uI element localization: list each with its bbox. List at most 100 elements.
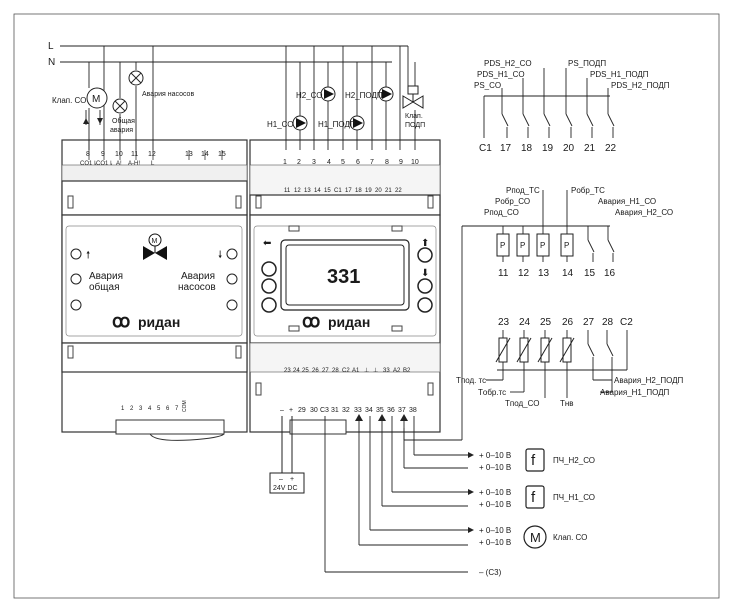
motor-icon	[523, 525, 547, 549]
signal-label: + 0–10 В	[479, 538, 511, 547]
terminal-label: C3	[320, 407, 329, 414]
pump-label: Н2_СО	[296, 91, 323, 100]
terminal-label: 6	[356, 159, 360, 166]
terminal-label: ⊥	[364, 367, 369, 374]
brand-label-left: ридан	[138, 314, 180, 330]
terminal-label: 15	[324, 188, 331, 194]
right-bottom-lower-terminals: – + 29 30 C3 31 32 33 34 35 36 37 38	[280, 407, 417, 414]
pump-icon	[292, 115, 308, 131]
terminal-label: 28	[332, 368, 339, 374]
terminal-label: 8	[86, 151, 90, 158]
terminal-label: 9	[399, 159, 403, 166]
switch-label: PS_ПОДП	[568, 59, 606, 68]
terminal-function-label: CO1⇂	[80, 160, 97, 167]
terminal-label: 25	[302, 368, 309, 374]
power-lines	[60, 45, 408, 63]
terminal-label: 30	[310, 407, 318, 414]
terminal-label: 3	[312, 159, 316, 166]
terminal-label: C1	[334, 188, 342, 194]
down-arrow-icon[interactable]: ⬇	[421, 268, 429, 279]
signal-label: + 0–10 В	[479, 488, 511, 497]
sensor-terminals: 11 12 13 14 15 16	[498, 268, 616, 279]
vfd-symbol: f	[531, 452, 536, 469]
switch-terminals: C1 17 18 19 20 21 22	[479, 143, 617, 154]
terminal-label: 1	[121, 406, 125, 412]
terminal-label: 25	[540, 317, 552, 328]
terminal-label: 7	[370, 159, 374, 166]
terminal-label: 32	[342, 407, 350, 414]
terminal-label: 21	[385, 188, 392, 194]
actuator-motor-icon: M	[83, 87, 108, 124]
terminal-label: 19	[542, 143, 554, 154]
pump-icon	[320, 86, 336, 102]
terminal-label: A2	[393, 368, 401, 374]
output-label: ПЧ_Н1_СО	[553, 493, 595, 502]
sensor-label: Pобр_СО	[495, 197, 530, 206]
switches-top-group	[483, 68, 615, 138]
arrow-up-icon: 🠕	[86, 250, 90, 261]
switch-label: PDS_H1_ПОДП	[590, 70, 649, 79]
terminal-label: 23	[284, 368, 291, 374]
terminal-label: COM	[182, 400, 188, 412]
terminal-label: 22	[605, 143, 617, 154]
terminal-label: 13	[185, 151, 193, 158]
dc-supply	[269, 416, 305, 494]
temp-label: Tнв	[560, 399, 574, 408]
display-value: 331	[327, 266, 360, 288]
terminal-label: –	[280, 407, 284, 414]
terminal-label: 1	[283, 159, 287, 166]
terminal-label: 15	[218, 151, 226, 158]
right-bottom-upper-terminals: 23 24 25 26 27 28 C2 A1 ⊥ ⊥ 33 A2 B2	[284, 367, 411, 374]
terminal-label: 11	[131, 151, 138, 158]
terminal-function-label: CO1⇂	[96, 160, 113, 167]
sensor-box-letter: P	[500, 241, 505, 250]
output-label: – (С3)	[479, 568, 502, 577]
lamp-icon	[128, 70, 144, 86]
terminal-function-label: A-H!	[128, 161, 140, 167]
left-arrow-icon[interactable]: ⬅	[263, 238, 271, 249]
pump-wiring	[285, 46, 416, 150]
terminal-label: 26	[312, 368, 319, 374]
terminal-function-label: L	[151, 161, 155, 167]
valve-icon	[402, 85, 424, 109]
terminal-label: 14	[562, 268, 574, 279]
switch-label: PS_CO	[474, 81, 501, 90]
pump-label: Н2_ПОДП	[345, 91, 383, 100]
temp-label: Tобр.тс	[478, 388, 506, 397]
terminal-label: 18	[355, 188, 362, 194]
dc-plus: +	[290, 476, 294, 483]
terminal-label: 35	[376, 407, 384, 414]
terminal-label: 29	[298, 407, 306, 414]
terminal-label: ⊥	[373, 367, 378, 374]
sensor-label: Авария_Н1_СО	[598, 197, 656, 206]
terminal-label: 5	[157, 406, 161, 412]
terminal-label: 24	[293, 368, 300, 374]
terminal-label: C1	[479, 143, 492, 154]
terminal-label: 12	[518, 268, 530, 279]
terminal-label: 34	[365, 407, 373, 414]
temp-label: Tпод_СО	[505, 399, 539, 408]
switch-label: PDS_H2_ПОДП	[611, 81, 670, 90]
right-secondary-terminal-numbers: 11 12 13 14 15 C1 17 18 19 20 21 22	[284, 188, 402, 194]
terminal-label: 20	[563, 143, 575, 154]
up-arrow-icon[interactable]: ⬆	[421, 238, 429, 249]
lamp-label-pumps: Авария насосов	[142, 91, 194, 98]
valve-motor-icon: M	[143, 233, 167, 260]
arrow-down-icon: 🠗	[218, 250, 222, 261]
terminal-label: 33	[383, 368, 390, 374]
terminal-label: 17	[345, 188, 352, 194]
output-label: ПЧ_Н2_СО	[553, 456, 595, 465]
terminal-label: 10	[411, 159, 419, 166]
brand-logo-icon: ꝏ	[302, 311, 320, 331]
terminal-label: 13	[538, 268, 550, 279]
sensor-box-letter: P	[540, 241, 545, 250]
sensor-box-letter: P	[564, 241, 569, 250]
valve-label: Клап.ПОДП	[405, 113, 425, 129]
label-L: L	[48, 41, 54, 52]
vfd-icon	[525, 448, 545, 509]
terminal-label: C2	[620, 317, 633, 328]
sensor-label: Pобр_ТС	[571, 186, 605, 195]
terminal-label: 8	[385, 159, 389, 166]
